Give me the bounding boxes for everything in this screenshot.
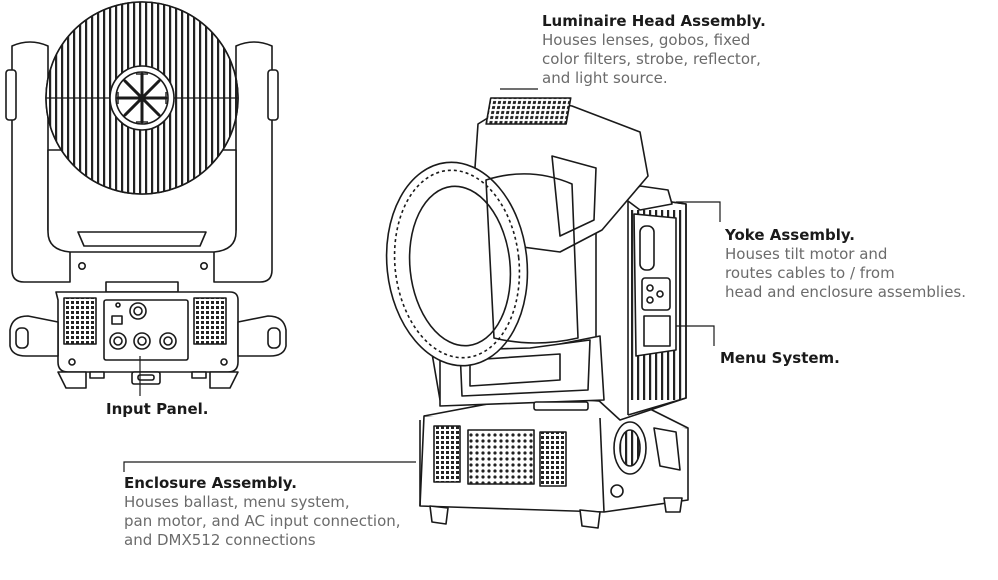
leader-lines xyxy=(123,88,721,472)
input-panel-callout: Input Panel. xyxy=(106,400,306,419)
enclosure-assembly-callout: Enclosure Assembly. Houses ballast, menu… xyxy=(124,474,444,550)
yoke-leader-line xyxy=(676,201,721,222)
input-panel-title: Input Panel. xyxy=(106,400,209,418)
enclosure-assembly-title: Enclosure Assembly. xyxy=(124,474,297,492)
yoke-assembly-callout: Yoke Assembly. Houses tilt motor and rou… xyxy=(725,226,995,302)
head-front-lens xyxy=(408,185,512,347)
front-yoke-left-arm xyxy=(11,41,71,283)
yoke-assembly-title: Yoke Assembly. xyxy=(725,226,856,244)
front-yoke-right-arm xyxy=(213,41,273,283)
isometric-fixture xyxy=(385,97,689,529)
head-assembly-description: Houses lenses, gobos, fixed color filter… xyxy=(542,31,761,87)
menu-leader-line xyxy=(676,325,715,346)
front-view-fixture xyxy=(5,1,287,389)
head-assembly-callout: Luminaire Head Assembly. Houses lenses, … xyxy=(542,12,842,88)
menu-system-callout: Menu System. xyxy=(720,349,920,368)
head-assembly-title: Luminaire Head Assembly. xyxy=(542,12,766,30)
yoke-assembly-description: Houses tilt motor and routes cables to /… xyxy=(725,245,967,301)
enclosure-leader-line xyxy=(123,461,416,472)
enclosure-assembly-description: Houses ballast, menu system, pan motor, … xyxy=(124,493,401,549)
menu-system-title: Menu System. xyxy=(720,349,840,367)
